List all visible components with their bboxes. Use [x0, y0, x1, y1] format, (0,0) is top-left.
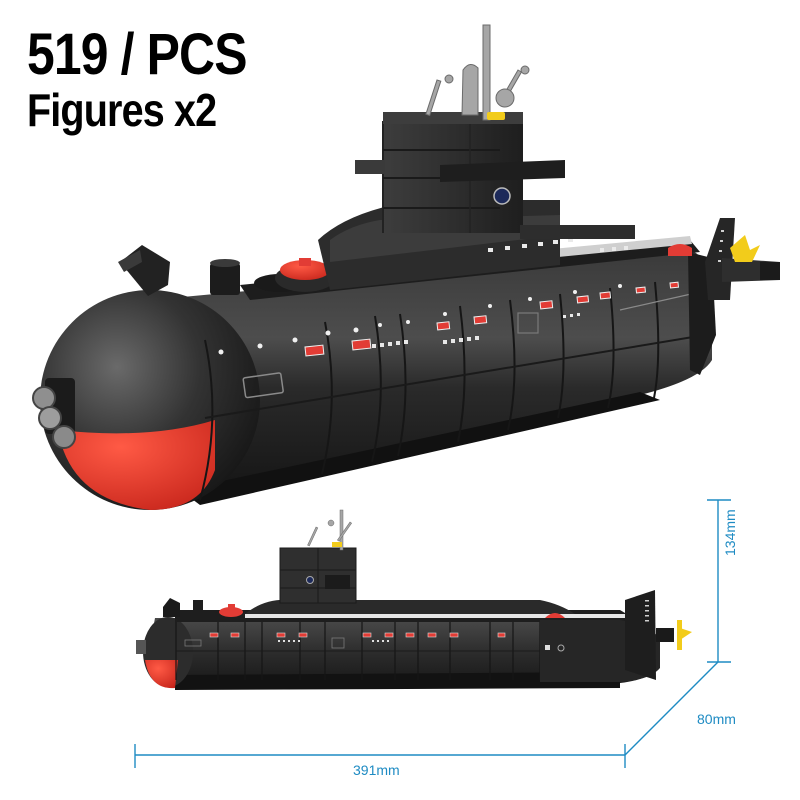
bow-sonar-icon	[32, 378, 76, 449]
piece-count-text: 519 / PCS	[27, 22, 247, 87]
submarine-perspective-view	[32, 24, 780, 510]
conning-tower	[318, 24, 565, 290]
deck-hatch-red-icon	[275, 258, 335, 292]
length-dimension-label: 391mm	[353, 762, 400, 778]
headline: 519 / PCS Figures x2	[27, 22, 282, 136]
side-propeller-icon	[677, 620, 692, 650]
depth-dimension-label: 80mm	[697, 711, 736, 727]
stern-assembly	[668, 218, 780, 375]
depth-dimension-line	[624, 661, 719, 756]
periscope-mast-icon	[425, 24, 530, 121]
length-dimension-line	[134, 744, 626, 768]
height-dimension-line	[707, 499, 731, 663]
figures-count-text: Figures x2	[27, 84, 217, 136]
propeller-icon	[730, 235, 760, 262]
height-dimension-label: 134mm	[722, 509, 738, 556]
bow-dive-plane-icon	[118, 245, 170, 296]
submarine-side-view	[136, 509, 692, 690]
dimension-lines	[134, 499, 731, 768]
